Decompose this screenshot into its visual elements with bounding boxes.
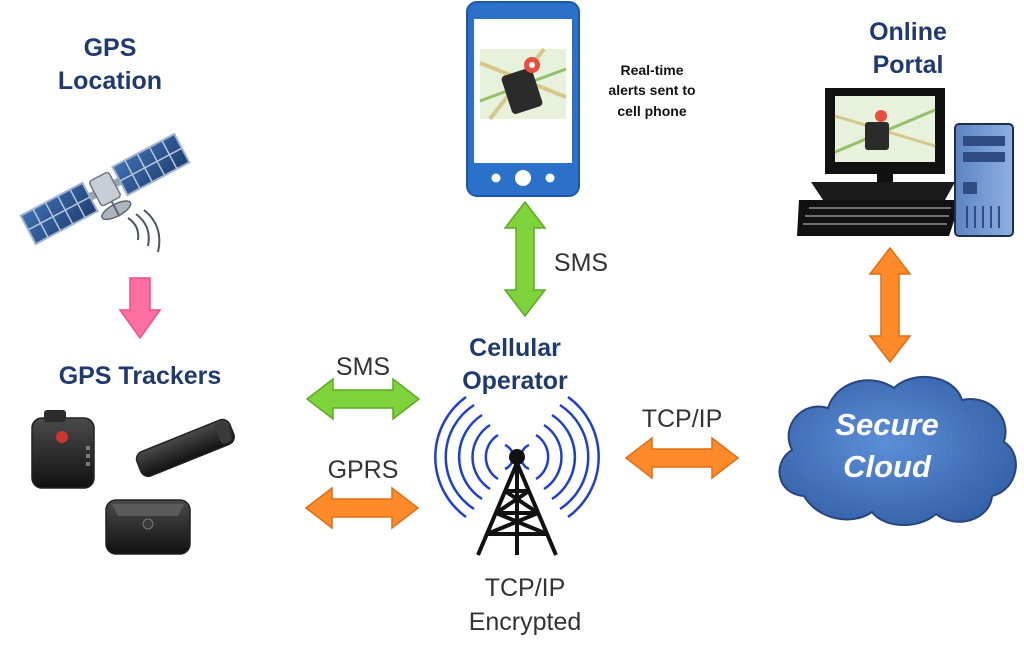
- secure-cloud-icon: [778, 375, 1017, 527]
- online-portal-label: Online Portal: [869, 18, 947, 79]
- cellular-operator-label: Cellular Operator: [462, 334, 568, 395]
- gps-location-label: GPS Location: [57, 34, 163, 95]
- sms-phone-label: SMS: [553, 249, 609, 277]
- tcpip-encrypted-label: TCP/IP Encrypted: [468, 574, 582, 636]
- green-vertical-arrow-icon: [503, 200, 547, 318]
- gprs-label: GPRS: [327, 456, 399, 484]
- sms-tracker-label: SMS: [335, 353, 391, 381]
- cell-tower-icon: [434, 395, 600, 556]
- orange-horizontal-arrow-icon-gprs: [304, 486, 420, 530]
- orange-horizontal-arrow-icon-tcpip: [624, 436, 740, 480]
- gps-tracker-devices-icon: [31, 410, 235, 555]
- tcpip-cloud-label: TCP/IP: [641, 405, 723, 433]
- secure-cloud-label: Secure Cloud: [835, 407, 939, 484]
- pink-down-arrow-icon: [118, 277, 162, 340]
- green-horizontal-arrow-icon: [305, 377, 421, 421]
- orange-vertical-arrow-icon: [868, 246, 912, 364]
- satellite-icon: [19, 132, 191, 253]
- computer-icon: [797, 88, 1014, 237]
- phone-alert-note: Real-time alerts sent to cell phone: [608, 62, 696, 119]
- gps-trackers-label: GPS Trackers: [58, 362, 222, 390]
- cell-phone-icon: [466, 1, 580, 197]
